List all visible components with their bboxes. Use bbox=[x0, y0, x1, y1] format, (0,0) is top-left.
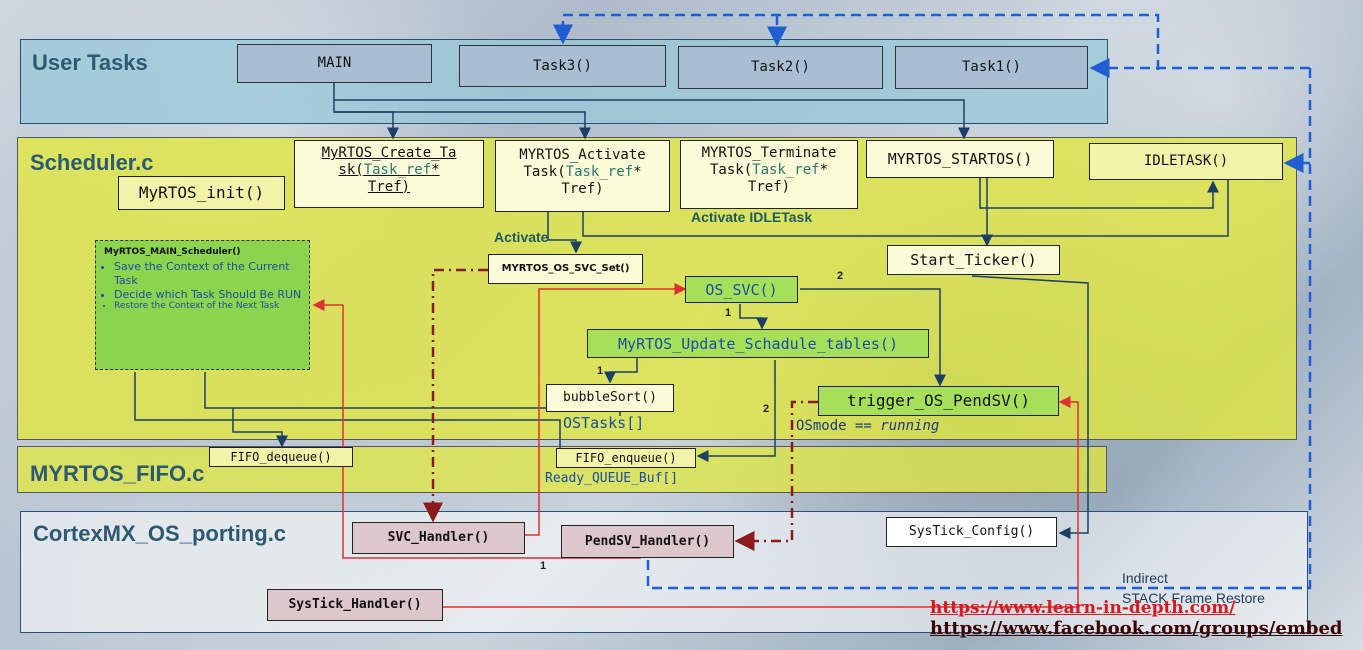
pendsv-handler-box: PendSV_Handler() bbox=[561, 525, 734, 558]
terminate-task-line1: MYRTOS_Terminate bbox=[701, 145, 837, 161]
main-scheduler-item: Decide which Task Should Be RUN bbox=[114, 288, 305, 302]
start-ticker-box: Start_Ticker() bbox=[887, 245, 1060, 275]
myrtos-init-box: MyRTOS_init() bbox=[118, 176, 285, 210]
main-box: MAIN bbox=[237, 44, 432, 83]
create-task-line1: MyRTOS_Create_Ta bbox=[321, 145, 457, 161]
main-scheduler-item: Save the Context of the Current Task bbox=[114, 260, 305, 288]
step-number: 2 bbox=[763, 403, 770, 415]
step-number: 1 bbox=[725, 307, 732, 319]
terminate-task-line2a: Task( bbox=[709, 161, 753, 178]
fifo-title: MYRTOS_FIFO.c bbox=[30, 461, 205, 486]
porting-title: CortexMX_OS_porting.c bbox=[33, 521, 287, 546]
idletask-box: IDLETASK() bbox=[1089, 143, 1283, 180]
fifo-dequeue-box: FIFO_dequeue() bbox=[209, 447, 353, 467]
step-number: 2 bbox=[837, 270, 844, 282]
activate-task-line1: MYRTOS_Activate bbox=[519, 147, 646, 163]
indirect-line2: STACK Frame Restore bbox=[1122, 590, 1265, 606]
activate-task-line2a: Task( bbox=[523, 163, 566, 180]
create-task-line2a: sk( bbox=[338, 161, 364, 178]
trigger-pendsv-box: trigger_OS_PendSV() bbox=[818, 386, 1059, 416]
task2-box: Task2() bbox=[678, 46, 883, 89]
learn-in-depth-link[interactable]: https://www.learn-in-depth.com/ bbox=[930, 598, 1236, 618]
main-scheduler-title: MyRTOS_MAIN_Scheduler() bbox=[104, 247, 241, 257]
create-task-ref: Task_ref bbox=[363, 161, 432, 178]
step-number: 1 bbox=[540, 560, 547, 572]
systick-handler-box: SysTick_Handler() bbox=[267, 589, 443, 621]
svc-set-box: MYRTOS_OS_SVC_Set() bbox=[488, 254, 643, 284]
user-tasks-title: User Tasks bbox=[32, 50, 148, 75]
terminate-task-line3: Tref) bbox=[747, 178, 791, 195]
activate-task-ref: Task_ref bbox=[565, 163, 634, 180]
activate-task-line3: Tref) bbox=[561, 180, 604, 197]
bubblesort-box: bubbleSort() bbox=[546, 384, 674, 412]
step-number: 1 bbox=[597, 365, 604, 377]
scheduler-title: Scheduler.c bbox=[30, 150, 154, 175]
main-scheduler-box: MyRTOS_MAIN_Scheduler() Save the Context… bbox=[95, 240, 310, 370]
create-task-line2: sk(Task_ref* bbox=[295, 162, 483, 179]
ostasks-label: OSTasks[] bbox=[563, 414, 645, 432]
terminate-task-box: MYRTOS_Terminate Task(Task_ref* Tref) bbox=[680, 140, 858, 209]
terminate-task-line2c: * bbox=[819, 161, 829, 178]
activate-task-box: MYRTOS_Activate Task(Task_ref* Tref) bbox=[495, 140, 670, 212]
os-svc-box: OS_SVC() bbox=[685, 276, 798, 303]
fifo-enqueue-box: FIFO_enqueue() bbox=[556, 448, 696, 468]
osmode-text: OSmode == bbox=[796, 418, 881, 434]
startos-box: MYRTOS_STARTOS() bbox=[866, 140, 1054, 178]
create-task-line2c: * bbox=[431, 161, 440, 178]
update-tables-box: MyRTOS_Update_Schadule_tables() bbox=[587, 329, 929, 358]
urls: https://www.learn-in-depth.com/ https://… bbox=[930, 598, 1343, 639]
svc-handler-box: SVC_Handler() bbox=[352, 522, 525, 554]
ready-queue-label: Ready_QUEUE_Buf[] bbox=[545, 471, 679, 486]
osmode-value: running bbox=[880, 418, 940, 434]
activate-task-line2c: * bbox=[633, 163, 642, 180]
task3-box: Task3() bbox=[459, 45, 666, 87]
terminate-task-ref: Task_ref bbox=[752, 161, 820, 178]
facebook-group-link[interactable]: https://www.facebook.com/groups/embed bbox=[930, 618, 1343, 639]
indirect-label: Indirect STACK Frame Restore bbox=[1122, 568, 1265, 608]
create-task-line3: Tref) bbox=[367, 178, 411, 195]
systick-config-box: SysTick_Config() bbox=[886, 517, 1057, 547]
main-scheduler-item: Restore the Context of the Next Task bbox=[114, 301, 305, 312]
indirect-line1: Indirect bbox=[1122, 570, 1168, 586]
create-task-box: MyRTOS_Create_Ta sk(Task_ref* Tref) bbox=[294, 140, 484, 208]
activate-label: Activate bbox=[494, 229, 549, 245]
activate-task-line2: Task(Task_ref* bbox=[496, 164, 669, 181]
osmode-label: OSmode == running bbox=[796, 418, 939, 434]
terminate-task-line2: Task(Task_ref* bbox=[681, 162, 857, 179]
activate-idle-label: Activate IDLETask bbox=[691, 209, 813, 225]
task1-box: Task1() bbox=[895, 46, 1088, 89]
